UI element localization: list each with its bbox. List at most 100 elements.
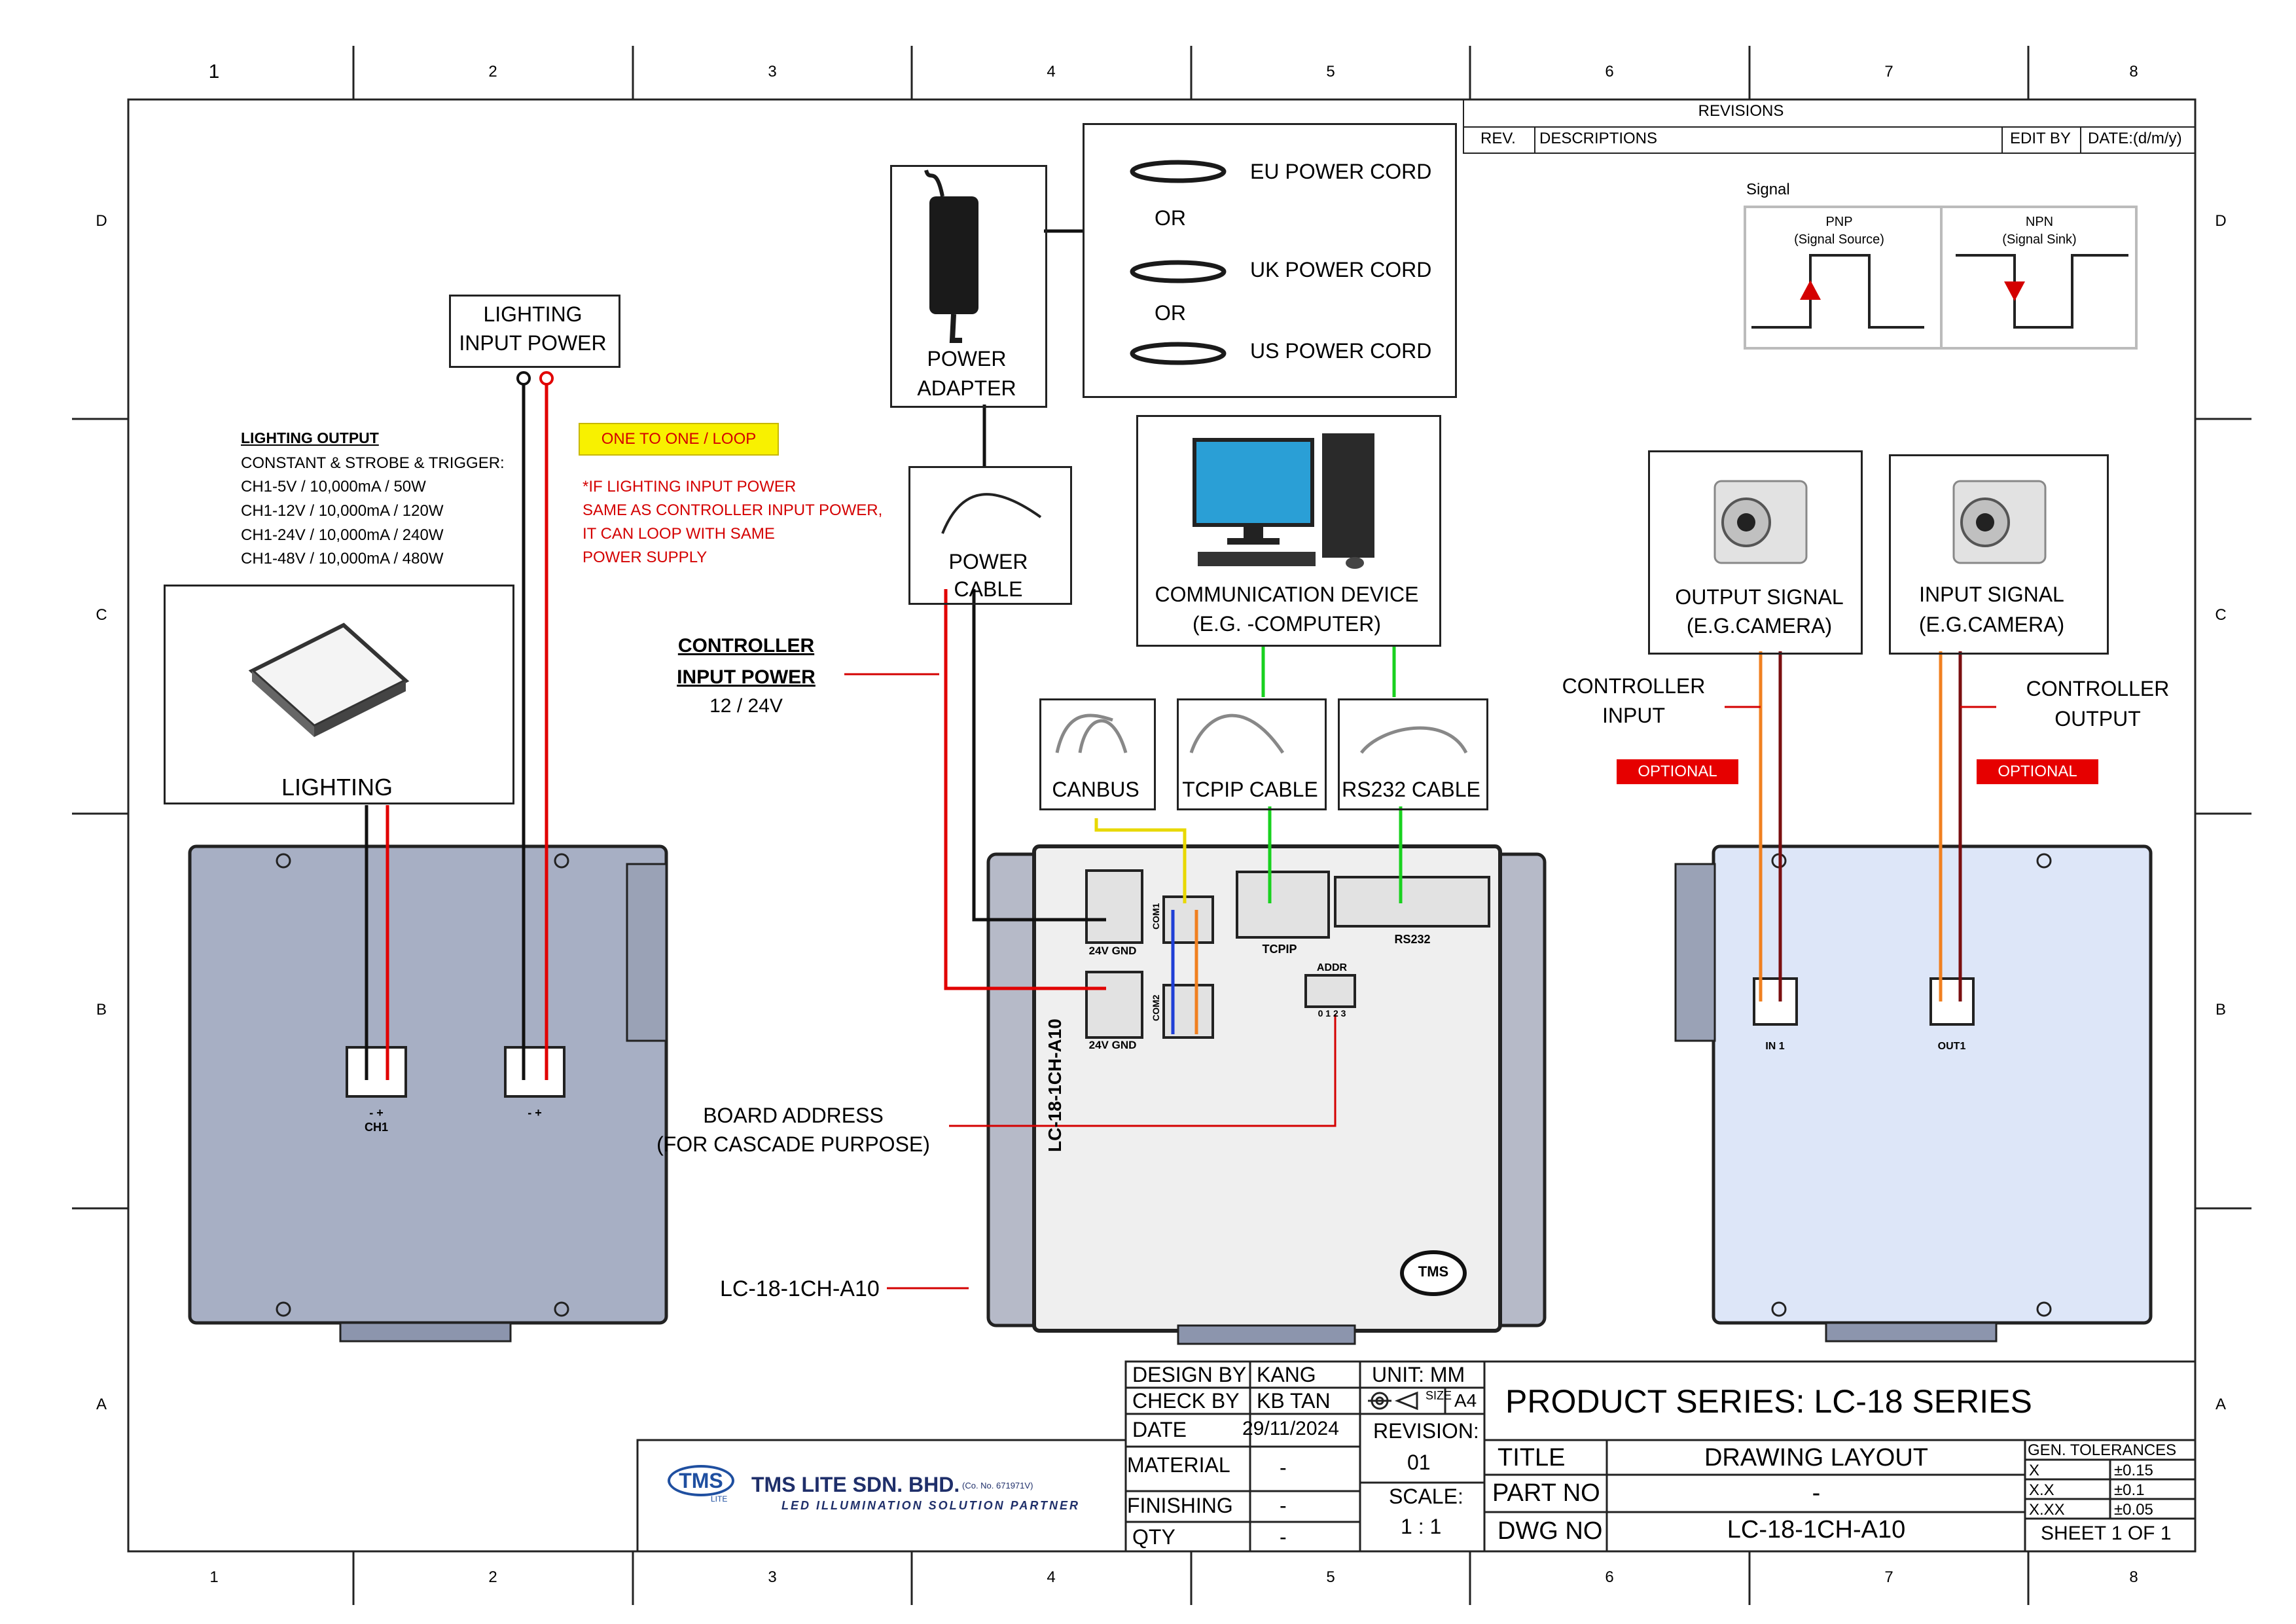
zone-col-6: 6 <box>1605 63 1614 81</box>
zone-row-c-right: C <box>2215 606 2227 624</box>
lighting-output-title: LIGHTING OUTPUT <box>241 429 379 446</box>
power-adapter-label-2: ADAPTER <box>917 376 1016 400</box>
controller-input-optional-badge: OPTIONAL <box>1617 759 1738 784</box>
canbus-box <box>1039 698 1156 810</box>
company-tagline: LED ILLUMINATION SOLUTION PARTNER <box>781 1499 1080 1512</box>
revision-value: 01 <box>1407 1451 1431 1474</box>
out1-mark: OUT1 <box>1937 1041 1966 1052</box>
zone-col-5-bottom: 5 <box>1326 1568 1335 1586</box>
title-block <box>636 1360 2197 1553</box>
tolerance-xx-value: ±0.1 <box>2114 1481 2145 1499</box>
loop-note-line-1: *IF LIGHTING INPUT POWER <box>583 478 797 496</box>
controller-output-label-1: CONTROLLER <box>2026 677 2170 700</box>
input-signal-label-2: (E.G.CAMERA) <box>1918 613 2065 636</box>
dwg-no-value: LC-18-1CH-A10 <box>1727 1516 1906 1543</box>
power-adapter-image <box>924 170 978 343</box>
company-reg: (Co. No. 671971V) <box>962 1481 1033 1490</box>
design-by-value: KANG <box>1257 1363 1316 1386</box>
zone-col-8: 8 <box>2129 63 2138 81</box>
tolerance-xxx-value: ±0.05 <box>2114 1501 2153 1519</box>
finishing-value: - <box>1280 1494 1287 1517</box>
title-value: DRAWING LAYOUT <box>1704 1444 1929 1471</box>
lighting-enclosure <box>188 844 668 1343</box>
power-cords-box <box>1083 123 1457 398</box>
power-cords-image <box>1130 160 1227 365</box>
loop-note-line-2: SAME AS CONTROLLER INPUT POWER, <box>583 501 883 519</box>
zone-row-b-right: B <box>2215 1001 2227 1019</box>
power-cable-box <box>908 466 1072 605</box>
lighting-output-line-2: CH1-5V / 10,000mA / 50W <box>241 478 426 496</box>
communication-device-box <box>1136 415 1441 647</box>
company-logo: TMS <box>668 1465 734 1496</box>
side-model-mark: LC-18-1CH-A10 <box>1045 1019 1065 1152</box>
output-signal-label-2: (E.G.CAMERA) <box>1686 614 1833 638</box>
zone-row-a: A <box>96 1396 107 1413</box>
in1-mark: IN 1 <box>1765 1041 1785 1052</box>
sheet-number: SHEET 1 OF 1 <box>2041 1523 2172 1544</box>
output-signal-label-1: OUTPUT SIGNAL <box>1675 585 1844 609</box>
zone-row-d: D <box>96 212 107 230</box>
model-label: LC-18-1CH-A10 <box>720 1276 880 1301</box>
zone-row-c: C <box>96 606 107 624</box>
power-cable-label-1: POWER <box>948 550 1028 573</box>
controller-output-optional-badge: OPTIONAL <box>1977 759 2098 784</box>
revisions-edit-by: EDIT BY <box>2010 130 2071 147</box>
tcpip-port-mark: TCPIP <box>1262 943 1297 956</box>
projection-symbol-icon <box>1368 1391 1418 1411</box>
zone-col-7: 7 <box>1884 63 1893 81</box>
zone-row-d-right: D <box>2215 212 2227 230</box>
zone-col-6-bottom: 6 <box>1605 1568 1614 1586</box>
tolerance-x-value: ±0.15 <box>2114 1462 2153 1479</box>
unit-label: UNIT: MM <box>1372 1363 1465 1386</box>
lighting-input-power-label-1: LIGHTING <box>483 302 583 326</box>
lighting-panel-image <box>248 623 410 737</box>
rs232-port-mark: RS232 <box>1394 933 1431 946</box>
tms-device-logo: TMS <box>1418 1263 1449 1280</box>
zone-col-7-bottom: 7 <box>1884 1568 1893 1586</box>
gnd-mark-2: 24V GND <box>1088 1039 1137 1051</box>
scale-value: 1 : 1 <box>1401 1515 1442 1538</box>
canbus-label: CANBUS <box>1052 778 1139 801</box>
dwg-no-label: DWG NO <box>1498 1517 1603 1545</box>
controller-input-label-1: CONTROLLER <box>1562 674 1706 698</box>
signal-pnp: PNP <box>1825 215 1853 229</box>
zone-col-1: 1 <box>208 61 220 82</box>
zone-ticks <box>72 46 2251 1605</box>
terminal-nodes <box>516 371 554 386</box>
lighting-output-line-3: CH1-12V / 10,000mA / 120W <box>241 502 444 520</box>
rs232-cable-label: RS232 CABLE <box>1342 778 1480 801</box>
zone-col-4-bottom: 4 <box>1047 1568 1056 1586</box>
title-label: TITLE <box>1498 1444 1566 1471</box>
material-value: - <box>1280 1456 1287 1479</box>
qty-label: QTY <box>1132 1525 1175 1549</box>
zone-col-2-bottom: 2 <box>488 1568 497 1586</box>
controller-input-power-voltage: 12 / 24V <box>709 695 783 717</box>
loop-note-line-3: IT CAN LOOP WITH SAME <box>583 525 775 543</box>
cable-images <box>1055 713 1468 754</box>
signal-npn-sub: (Signal Sink) <box>2002 232 2077 247</box>
revisions-descriptions: DESCRIPTIONS <box>1539 130 1658 147</box>
controller-input-label-2: INPUT <box>1602 704 1665 727</box>
signal-diagram <box>1744 206 2138 350</box>
zone-row-a-right: A <box>2215 1396 2227 1413</box>
design-by-label: DESIGN BY <box>1132 1363 1247 1386</box>
size-value: A4 <box>1454 1390 1477 1411</box>
zone-col-1-bottom: 1 <box>209 1568 219 1586</box>
loop-note-line-4: POWER SUPPLY <box>583 549 708 566</box>
input-terminal-polarity: - + <box>528 1106 542 1119</box>
lighting-terminal-polarity: - + <box>369 1106 384 1119</box>
uk-power-cord-label: UK POWER CORD <box>1250 258 1432 281</box>
tcpip-cable-box <box>1177 698 1327 810</box>
board-address-label-1: BOARD ADDRESS <box>703 1104 884 1127</box>
controller-output-label-2: OUTPUT <box>2054 707 2141 731</box>
revisions-date: DATE:(d/m/y) <box>2088 130 2182 147</box>
board-address-label-2: (FOR CASCADE PURPOSE) <box>656 1132 930 1156</box>
loop-tag: ONE TO ONE / LOOP <box>579 423 779 456</box>
io-enclosure <box>1674 844 2153 1343</box>
addr-numbers: 0 1 2 3 <box>1318 1008 1346 1019</box>
qty-value: - <box>1280 1525 1287 1549</box>
revisions-title: REVISIONS <box>1698 102 1784 120</box>
input-signal-label-1: INPUT SIGNAL <box>1919 583 2064 606</box>
gnd-mark-1: 24V GND <box>1088 945 1137 957</box>
